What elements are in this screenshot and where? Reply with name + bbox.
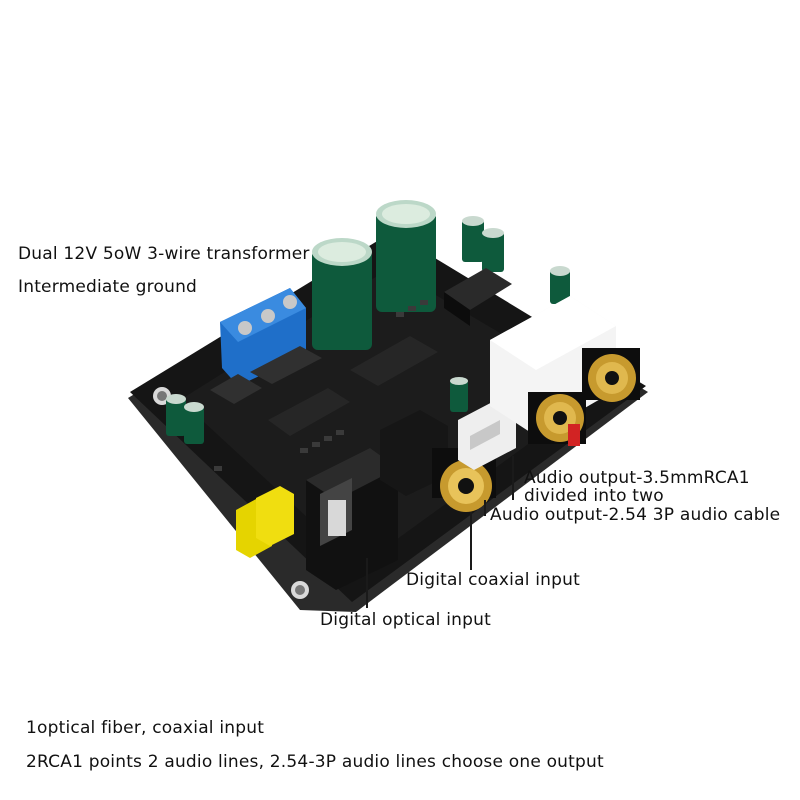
cable-output-label: Audio output-2.54 3P audio cable: [490, 505, 781, 525]
ic-chip: [444, 268, 512, 326]
capacitor-small: [450, 377, 468, 412]
optical-jack-rear: [380, 410, 448, 496]
film-capacitor: [256, 486, 294, 546]
coax-input-label: Digital coaxial input: [406, 570, 580, 590]
capacitor-large: [312, 238, 372, 350]
pointer-line-coax: [470, 512, 472, 570]
optical-jack: [306, 448, 398, 590]
transformer-label: Dual 12V 5oW 3-wire transformer: [18, 244, 310, 264]
optical-input-label: Digital optical input: [320, 610, 491, 630]
capacitor-small: [166, 394, 186, 436]
rca-output-block: [490, 296, 640, 446]
rca-output-label-cont: divided into two: [524, 486, 664, 506]
voltage-regulator: [250, 346, 322, 384]
note-line-2: 2RCA1 points 2 audio lines, 2.54-3P audi…: [26, 752, 604, 772]
capacitor-small: [462, 216, 484, 262]
voltage-regulator: [210, 374, 262, 404]
pointer-line-rca: [512, 456, 514, 500]
rca-output-label: Audio output-3.5mmRCA1: [524, 468, 750, 488]
mounting-hole: [295, 585, 305, 595]
pointer-line-cable: [484, 500, 486, 516]
pointer-line-optical: [366, 558, 368, 608]
capacitor-small: [550, 266, 570, 304]
capacitor-small: [184, 402, 204, 444]
coax-rca-jack: [432, 448, 496, 512]
capacitor-large: [376, 200, 436, 312]
capacitor-small: [482, 228, 504, 272]
note-line-1: 1optical fiber, coaxial input: [26, 718, 265, 738]
header-connector: [458, 398, 516, 470]
ground-label: Intermediate ground: [18, 277, 198, 297]
ic-chip: [350, 336, 438, 386]
mounting-hole: [157, 391, 167, 401]
ic-chip: [268, 388, 350, 436]
